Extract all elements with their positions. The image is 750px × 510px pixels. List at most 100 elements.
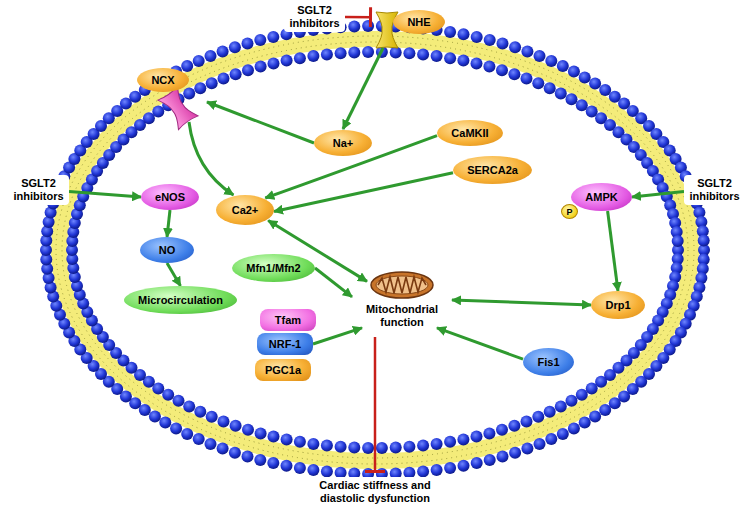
- activation-arrow: [265, 136, 437, 198]
- activation-arrow: [632, 192, 684, 198]
- mitochondrion-icon: [369, 269, 435, 301]
- lipid-head: [557, 60, 569, 72]
- node-text: eNOS: [155, 191, 185, 204]
- lipid-head: [484, 454, 496, 466]
- lipid-head: [218, 416, 230, 428]
- lipid-head: [230, 68, 242, 80]
- node-text: NCX: [151, 74, 174, 87]
- lipid-head: [698, 235, 710, 247]
- activation-arrow: [167, 263, 181, 286]
- lipid-head: [194, 406, 206, 418]
- molecule-ellipse: Microcirculation: [124, 286, 237, 314]
- lipid-head: [206, 411, 218, 423]
- lipid-head: [403, 47, 415, 59]
- lipid-head: [206, 77, 218, 89]
- lipid-head: [471, 57, 483, 69]
- lipid-head: [181, 60, 193, 72]
- molecule-ellipse: eNOS: [141, 184, 199, 210]
- lipid-head: [508, 420, 520, 432]
- molecule-ellipse: SERCA2a: [453, 156, 532, 184]
- lipid-head: [255, 61, 267, 73]
- lipid-head: [281, 55, 293, 67]
- lipid-head: [444, 26, 456, 38]
- molecule-box: Mitochondrial function: [352, 269, 452, 331]
- lipid-head: [268, 57, 280, 69]
- lipid-head: [267, 31, 279, 43]
- node-text: Fis1: [537, 356, 559, 369]
- lipid-head: [348, 442, 360, 454]
- molecule-ellipse: NHE: [393, 10, 445, 34]
- lipid-heads: [40, 20, 710, 480]
- lipid-head: [497, 451, 509, 463]
- node-text: PGC1a: [265, 364, 301, 377]
- lipid-head: [417, 440, 429, 452]
- activation-arrow: [313, 328, 362, 344]
- node-text: Na+: [333, 137, 354, 150]
- molecule-box: P: [561, 204, 578, 219]
- lipid-head: [242, 451, 254, 463]
- lipid-head: [194, 82, 206, 94]
- lipid-head: [579, 417, 591, 429]
- lipid-head: [521, 73, 533, 85]
- activation-arrow: [315, 268, 352, 297]
- lipid-head: [281, 460, 293, 472]
- text-node: SGLT2 inhibitors: [284, 2, 345, 32]
- lipid-head: [294, 52, 306, 64]
- lipid-head: [555, 400, 567, 412]
- lipid-head: [294, 436, 306, 448]
- lipid-head: [521, 443, 533, 455]
- lipid-head: [471, 31, 483, 43]
- lipid-head: [348, 47, 360, 59]
- lipid-head: [544, 82, 556, 94]
- text-node: SGLT2 inhibitors: [684, 175, 745, 205]
- lipid-head: [403, 441, 415, 453]
- lipid-head: [458, 460, 470, 472]
- node-text: CaMKII: [451, 127, 488, 140]
- lipid-head: [362, 442, 374, 454]
- lipid-head: [321, 466, 333, 478]
- lipid-head: [555, 88, 567, 100]
- node-text: SGLT2 inhibitors: [689, 177, 739, 203]
- lipid-head: [254, 34, 266, 46]
- lipid-head: [170, 422, 182, 434]
- lipid-head: [229, 41, 241, 53]
- node-text: Cardiac stiffness and diastolic dysfunct…: [312, 479, 438, 505]
- lipid-head: [217, 443, 229, 455]
- lipid-head: [431, 50, 443, 62]
- lipid-head: [390, 47, 402, 59]
- lipid-head: [576, 99, 588, 111]
- lipid-head: [545, 55, 557, 67]
- molecule-ellipse: Mfn1/Mfn2: [232, 254, 315, 282]
- lipid-head: [254, 454, 266, 466]
- molecule-ellipse: Na+: [314, 130, 372, 156]
- node-text: P: [566, 207, 572, 217]
- node-text: Ca2+: [232, 204, 259, 217]
- lipid-head: [307, 50, 319, 62]
- lipid-head: [183, 400, 195, 412]
- lipid-head: [532, 77, 544, 89]
- lipid-head: [496, 424, 508, 436]
- lipid-head: [599, 404, 611, 416]
- lipid-head: [471, 457, 483, 469]
- lipid-head: [183, 88, 195, 100]
- node-text: NRF-1: [269, 338, 301, 351]
- lipid-head: [321, 440, 333, 452]
- molecule-ellipse: Ca2+: [216, 195, 274, 225]
- lipid-head: [566, 395, 578, 407]
- activation-arrow: [608, 211, 618, 291]
- lipid-head: [268, 431, 280, 443]
- lipid-head: [497, 38, 509, 50]
- lipid-head: [294, 462, 306, 474]
- lipid-head: [568, 66, 580, 78]
- lipid-head: [307, 438, 319, 450]
- node-text: NO: [159, 244, 176, 257]
- ncx-channel: [158, 86, 198, 129]
- inhibition-line: [345, 16, 372, 19]
- activation-arrow: [189, 122, 233, 195]
- node-text: Mitochondrial function: [366, 303, 438, 329]
- lipid-head: [149, 411, 161, 423]
- lipid-head: [159, 417, 171, 429]
- molecule-ellipse: Fis1: [523, 348, 574, 376]
- lipid-head: [193, 433, 205, 445]
